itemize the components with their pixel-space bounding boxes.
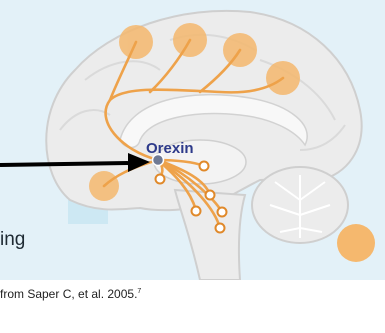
- caption: from Saper C, et al. 2005.7: [0, 287, 141, 301]
- endpoint-node: [156, 175, 165, 184]
- orexin-label: Orexin: [146, 140, 194, 157]
- legend-label: ing: [0, 229, 25, 251]
- legend-target-dot-icon: [337, 224, 375, 262]
- endpoint-node: [192, 207, 201, 216]
- cerebellum: [252, 167, 348, 243]
- endpoint-node: [216, 224, 225, 233]
- caption-text: from Saper C, et al. 2005.: [0, 287, 137, 301]
- brainstem: [175, 190, 245, 280]
- endpoint-node: [218, 208, 227, 217]
- caption-ref: 7: [137, 288, 141, 295]
- diagram-panel: Orexin: [0, 0, 385, 280]
- endpoint-node: [206, 191, 215, 200]
- endpoint-node: [200, 162, 209, 171]
- brain-diagram: Orexin: [0, 0, 385, 280]
